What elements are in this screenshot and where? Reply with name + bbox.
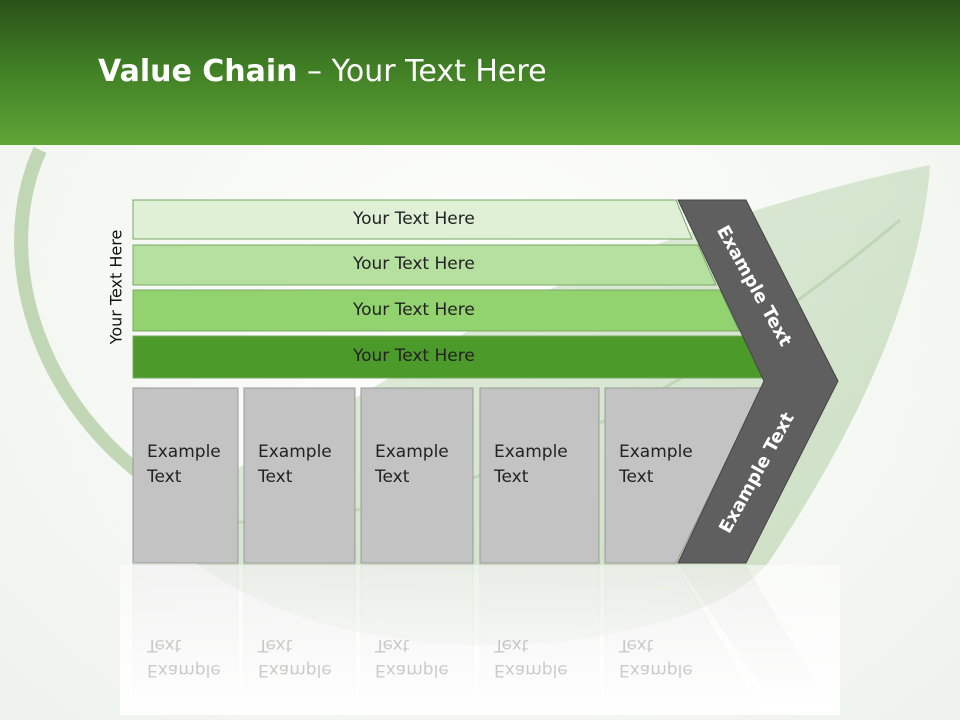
stage-bar-label: Your Text Here <box>353 254 475 274</box>
stage-bar-1 <box>132 199 693 240</box>
stage-bar-3 <box>132 289 740 332</box>
activity-column-5 <box>604 387 763 564</box>
reflection-fade <box>120 565 840 715</box>
leaf-stem <box>14 147 184 507</box>
activity-column-3 <box>360 387 474 564</box>
stage-bar-2 <box>132 244 717 286</box>
stage-bar-label: Your Text Here <box>353 208 475 229</box>
slide-title: Value Chain – Your Text Here <box>98 54 547 89</box>
stage-bar-label: Your Text Here <box>353 346 475 366</box>
activity-column-1 <box>132 387 239 564</box>
header-band <box>0 0 960 145</box>
activity-column-2 <box>243 387 356 564</box>
vertical-label: Your Text Here <box>106 229 126 345</box>
stage-bar-label: Your Text Here <box>353 299 475 320</box>
activity-column-4 <box>479 387 600 564</box>
margin-arrow <box>677 199 839 564</box>
